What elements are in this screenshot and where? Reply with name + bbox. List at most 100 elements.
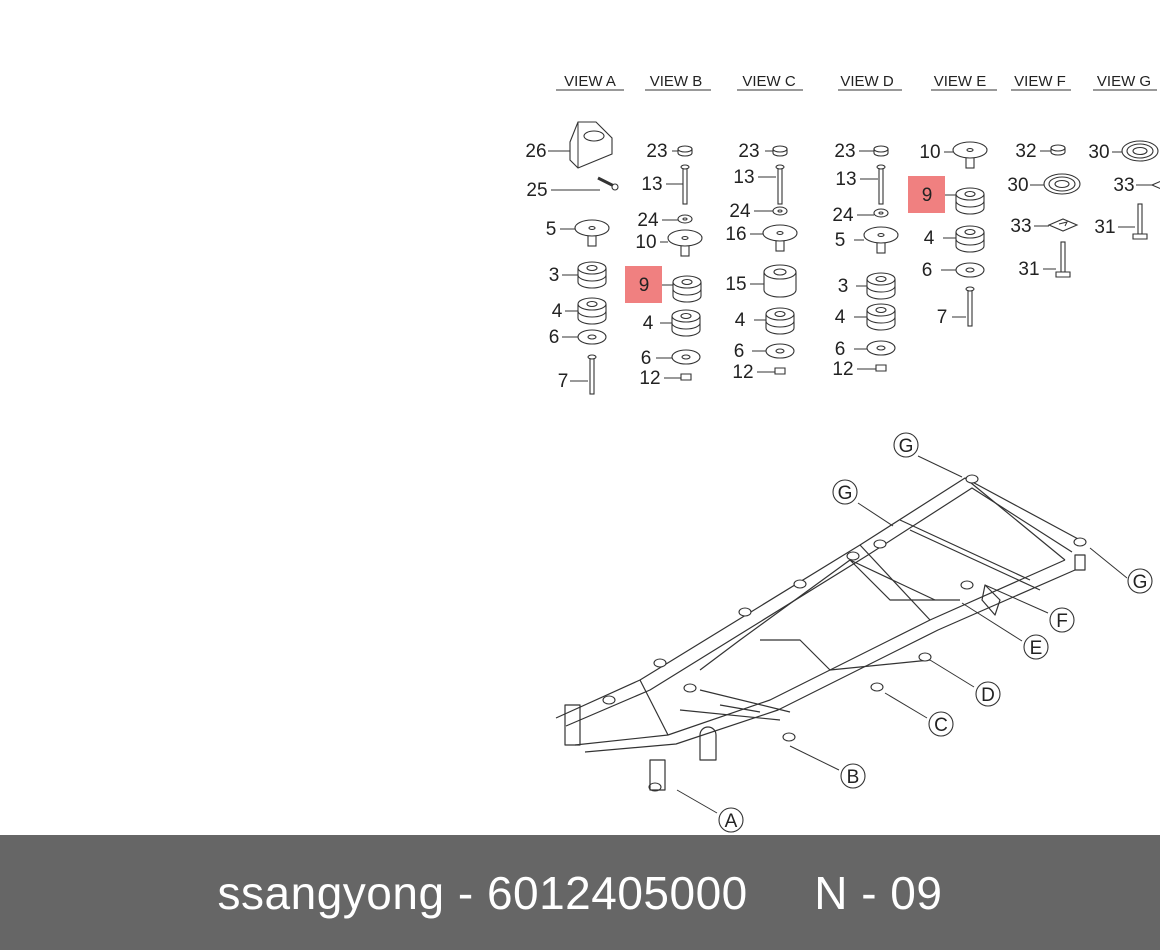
part-number-label: 33 [1010, 216, 1031, 237]
cushion-hole [586, 300, 598, 308]
cushion-ring [577, 274, 607, 282]
ring-inner [1132, 146, 1148, 156]
callout-arrow [1089, 547, 1128, 579]
mount-point [782, 732, 796, 742]
view-callout: D [929, 659, 1001, 707]
frame-rail [699, 689, 791, 713]
highlighted-part: 9 [908, 176, 985, 215]
view-callout: C [884, 692, 954, 737]
part-callout: 13 [733, 164, 785, 205]
mount-point [918, 652, 932, 662]
part-number-label: 16 [725, 224, 746, 245]
part-callout: 13 [835, 164, 886, 205]
block-hole [773, 268, 787, 276]
part-callout: 23 [834, 141, 889, 162]
callout-arrow [857, 502, 894, 527]
view-callout: G [1089, 547, 1153, 594]
tow-hook [699, 726, 717, 761]
view-header: VIEW G [1093, 73, 1157, 91]
part-number-label: 4 [835, 307, 846, 328]
callout-circle [1023, 634, 1049, 660]
frame-rail [584, 569, 1076, 753]
cushion-ring [955, 200, 985, 208]
view-callout: A [676, 789, 744, 833]
frame-bracket [981, 584, 1001, 616]
mount-point [602, 695, 616, 705]
part-number-label: 13 [641, 174, 662, 195]
part-callout: 3 [549, 261, 607, 289]
cushion-hole [774, 310, 786, 318]
view-callout: F [984, 584, 1075, 633]
callout-arrow [929, 659, 975, 688]
callout-letter: G [838, 483, 853, 504]
sleeve-hole [776, 230, 784, 236]
part-callout: 4 [643, 309, 701, 337]
part-callout: 33 [1010, 216, 1079, 237]
bolt-shank [1060, 241, 1066, 273]
bolt-head [876, 164, 886, 170]
part-callout: 12 [732, 362, 786, 383]
callout-circle [1127, 568, 1153, 594]
view-label: VIEW D [840, 73, 894, 90]
cushion-ring [955, 238, 985, 246]
view-callout: E [961, 602, 1049, 660]
cushion-hole [680, 312, 692, 320]
bolt-head [775, 164, 785, 170]
sleeve-hole [681, 235, 689, 241]
cap-top [772, 145, 788, 153]
callout-arrow [961, 602, 1023, 642]
part-callout: 24 [832, 205, 889, 226]
part-callout: 5 [835, 226, 899, 254]
part-callout: 30 [1007, 173, 1081, 196]
part-number: 6012405000 [486, 866, 748, 919]
highlight-box [625, 266, 662, 303]
part-number-label: 3 [838, 276, 849, 297]
callout-circle [893, 432, 919, 458]
view-label: VIEW F [1014, 73, 1066, 90]
frame-rail [574, 559, 1066, 746]
part-number-label: 24 [832, 205, 854, 226]
part-callout: 6 [549, 327, 607, 348]
part-callout: 16 [725, 224, 798, 252]
part-number-label: 23 [646, 141, 667, 162]
frame-rail [849, 559, 936, 601]
cushion-hole [875, 306, 887, 314]
part-callout: 10 [635, 229, 703, 257]
cap-top [677, 145, 693, 153]
frame-rail [964, 477, 1066, 561]
part-number-label: 6 [835, 339, 846, 360]
part-callout: 32 [1015, 141, 1066, 162]
callout-circle [975, 681, 1001, 707]
callout-arrow [917, 455, 963, 478]
part-callout: 4 [835, 303, 896, 331]
part-number-label: 7 [937, 307, 948, 328]
part-number-label: 30 [1007, 175, 1028, 196]
part-number-label: 31 [1094, 217, 1115, 238]
cushion-ring [866, 285, 896, 293]
frame-rail [760, 639, 931, 671]
cushion-hole [586, 264, 598, 272]
part-callout: 24 [729, 201, 788, 222]
part-number-label: 5 [835, 230, 846, 251]
brand-name: ssangyong [217, 866, 445, 919]
plate-slot [1058, 221, 1068, 227]
screw-shank [597, 176, 615, 188]
footer-caption: ssangyong - 6012405000 N - 09 [218, 866, 943, 920]
part-number-label: 5 [546, 219, 557, 240]
plate-shape [1047, 218, 1079, 232]
view-header: VIEW B [645, 73, 711, 91]
frame-rail [899, 519, 1031, 581]
bolt-head [965, 286, 975, 292]
bolt-head [680, 164, 690, 170]
mount-point [873, 539, 887, 549]
view-header: VIEW A [556, 73, 624, 91]
part-number-label: 13 [835, 169, 856, 190]
mount-point [870, 682, 884, 692]
part-number-label: 10 [919, 142, 940, 163]
part-callout: 23 [646, 141, 693, 162]
mount-point [653, 658, 667, 668]
part-callout: 12 [832, 359, 887, 380]
mount-point [960, 580, 974, 590]
